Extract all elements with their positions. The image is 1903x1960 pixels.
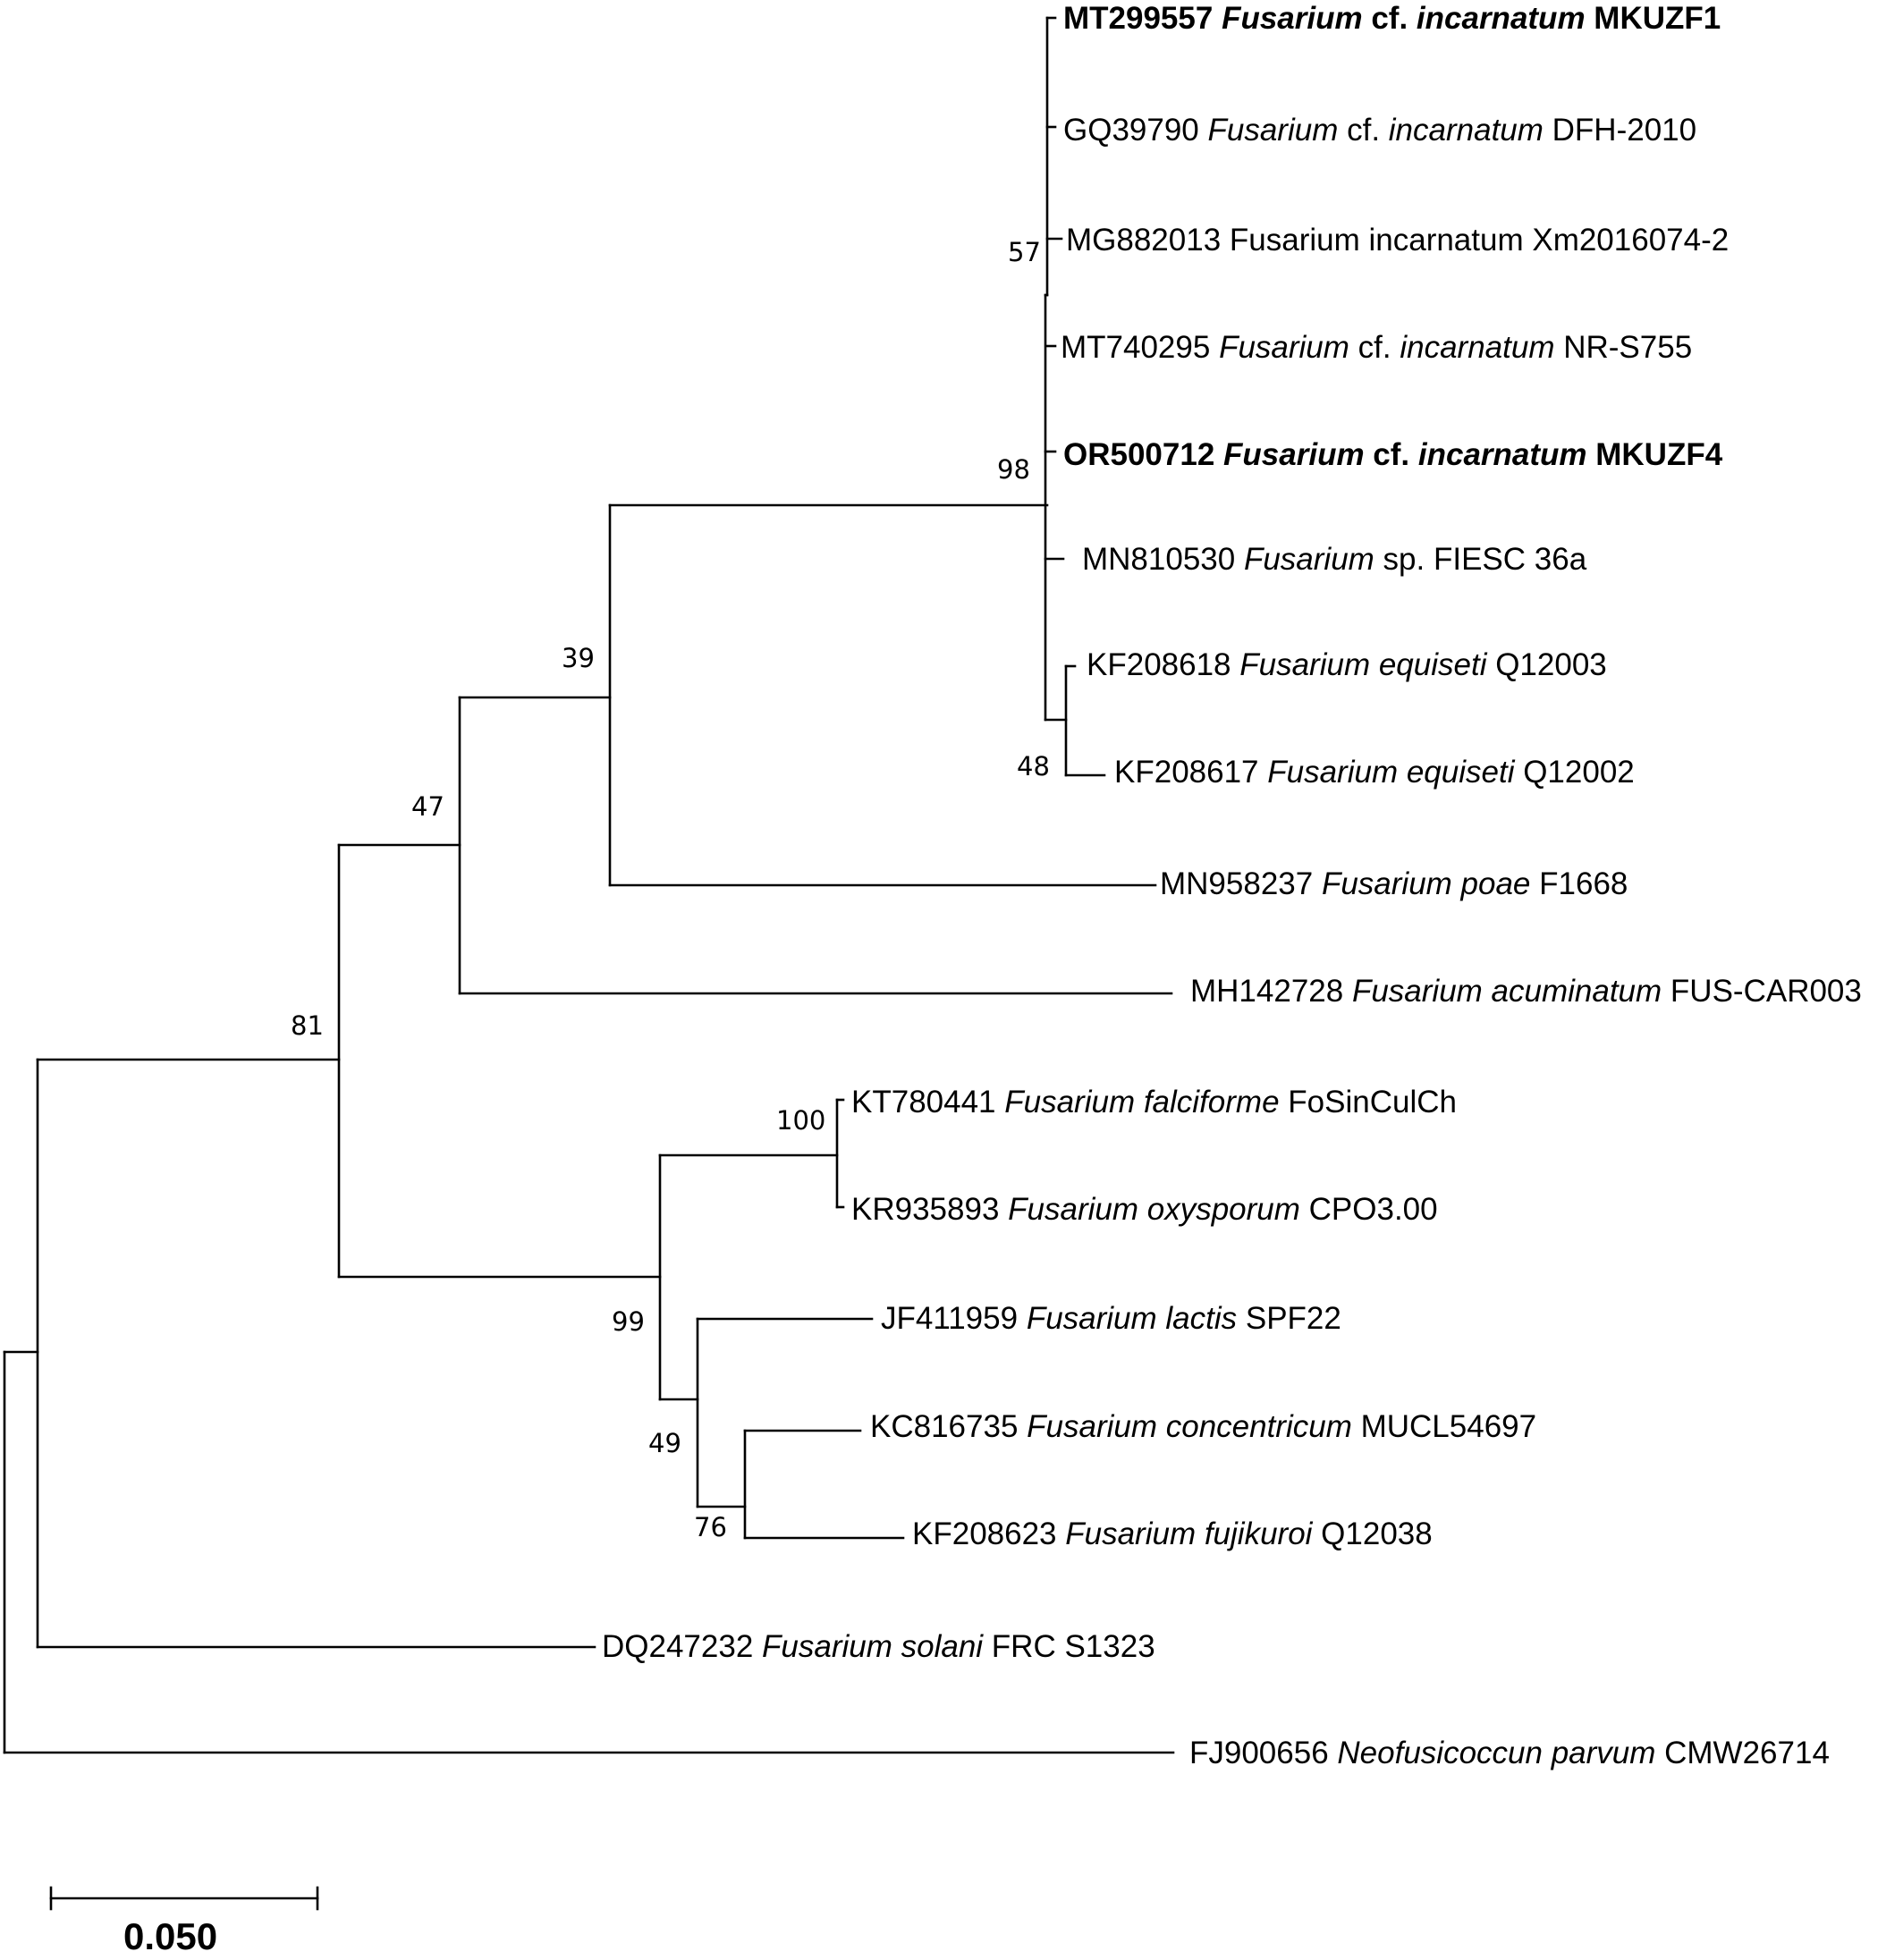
- taxon-label-part: Fusarium acuminatum: [1352, 974, 1662, 1009]
- bootstrap-values: 57 98 39 47 48 81 100 99 49 76: [291, 237, 1050, 1542]
- taxon-label-part: DFH-2010: [1544, 113, 1696, 148]
- taxon-label-part: incarnatum: [1417, 1, 1586, 36]
- taxon-label-part: Q12038: [1312, 1516, 1432, 1551]
- bootstrap-value: 39: [562, 643, 595, 673]
- taxon-label-part: OR500712: [1063, 437, 1223, 472]
- taxon-label: KF208617 Fusarium equiseti Q12002: [1114, 755, 1635, 790]
- bootstrap-value: 100: [776, 1105, 825, 1136]
- taxon-label-part: incarnatum: [1418, 437, 1587, 472]
- taxon-label-part: Fusarium: [1208, 113, 1339, 148]
- taxon-label-part: Fusarium lactis: [1027, 1301, 1237, 1336]
- taxon-label-part: MKUZF1: [1586, 1, 1721, 36]
- taxon-label: MN810530 Fusarium sp. FIESC 36a: [1082, 542, 1587, 577]
- taxon-label-part: MN810530: [1082, 542, 1244, 577]
- bootstrap-value: 98: [997, 454, 1030, 485]
- taxon-label-part: Fusarium: [1244, 542, 1374, 577]
- taxon-label-part: MG882013 Fusarium incarnatum Xm2016074-2: [1066, 223, 1729, 258]
- taxon-label-part: KT780441: [851, 1085, 1004, 1119]
- taxon-label-part: NR-S755: [1554, 330, 1692, 365]
- taxon-label: MT740295 Fusarium cf. incarnatum NR-S755: [1061, 330, 1692, 365]
- taxon-label: MT299557 Fusarium cf. incarnatum MKUZF1: [1063, 1, 1721, 36]
- taxon-label-part: cf.: [1365, 437, 1418, 472]
- taxon-label-part: cf.: [1349, 330, 1400, 365]
- taxon-label-part: incarnatum: [1389, 113, 1544, 148]
- taxon-label-part: cf.: [1363, 1, 1417, 36]
- taxon-label: JF411959 Fusarium lactis SPF22: [881, 1301, 1341, 1336]
- taxon-label-part: FRC S1323: [983, 1629, 1155, 1664]
- taxon-label-part: FUS-CAR003: [1662, 974, 1862, 1009]
- taxon-label: OR500712 Fusarium cf. incarnatum MKUZF4: [1063, 437, 1723, 472]
- taxon-label-part: Fusarium: [1223, 437, 1365, 472]
- taxon-label-part: MKUZF4: [1587, 437, 1723, 472]
- taxon-label-part: SPF22: [1237, 1301, 1341, 1336]
- taxon-label-part: Fusarium: [1222, 1, 1363, 36]
- scale-bar-label: 0.050: [123, 1915, 217, 1957]
- taxon-label-part: Neofusicoccun parvum: [1337, 1736, 1655, 1770]
- scale-bar: 0.050: [49, 1886, 319, 1957]
- taxon-label-part: Fusarium: [1219, 330, 1349, 365]
- taxon-label-part: Fusarium solani: [762, 1629, 984, 1664]
- taxon-label-part: cf.: [1338, 113, 1388, 148]
- taxon-label-part: KC816735: [870, 1409, 1027, 1444]
- taxon-label-part: KF208617: [1114, 755, 1267, 790]
- taxon-label-part: MN958237: [1160, 866, 1322, 901]
- taxon-label-part: CMW26714: [1655, 1736, 1830, 1770]
- taxon-label-part: Fusarium equiseti: [1267, 755, 1515, 790]
- taxon-label: MH142728 Fusarium acuminatum FUS-CAR003: [1190, 974, 1862, 1009]
- taxon-label-part: FJ900656: [1189, 1736, 1337, 1770]
- bootstrap-value: 49: [648, 1428, 681, 1458]
- taxon-label-part: MH142728: [1190, 974, 1352, 1009]
- taxon-label-part: Fusarium concentricum: [1027, 1409, 1352, 1444]
- taxon-label: KF208623 Fusarium fujikuroi Q12038: [912, 1516, 1433, 1551]
- taxon-label-part: MT740295: [1061, 330, 1219, 365]
- taxon-label-part: Q12003: [1486, 647, 1606, 682]
- taxon-label: KF208618 Fusarium equiseti Q12003: [1087, 647, 1607, 682]
- taxon-label-part: Fusarium falciforme: [1004, 1085, 1279, 1119]
- taxon-label-part: Fusarium fujikuroi: [1065, 1516, 1313, 1551]
- taxon-label-part: MUCL54697: [1352, 1409, 1536, 1444]
- taxon-label-part: incarnatum: [1400, 330, 1554, 365]
- taxon-label-part: sp. FIESC 36a: [1374, 542, 1587, 577]
- tree-branches: [3, 16, 1175, 1754]
- taxon-label-part: Fusarium oxysporum: [1008, 1192, 1300, 1227]
- taxon-label: FJ900656 Neofusicoccun parvum CMW26714: [1189, 1736, 1830, 1770]
- taxon-label: MG882013 Fusarium incarnatum Xm2016074-2: [1066, 223, 1729, 258]
- taxon-label: DQ247232 Fusarium solani FRC S1323: [602, 1629, 1155, 1664]
- taxon-label: GQ39790 Fusarium cf. incarnatum DFH-2010: [1063, 113, 1696, 148]
- taxon-label-part: GQ39790: [1063, 113, 1208, 148]
- bootstrap-value: 76: [694, 1512, 727, 1542]
- taxon-label-part: FoSinCulCh: [1280, 1085, 1457, 1119]
- taxon-label-part: KF208618: [1087, 647, 1239, 682]
- bootstrap-value: 48: [1017, 751, 1050, 781]
- taxon-label-part: MT299557: [1063, 1, 1222, 36]
- taxon-label: MN958237 Fusarium poae F1668: [1160, 866, 1628, 901]
- taxon-labels: MT299557 Fusarium cf. incarnatum MKUZF1G…: [602, 1, 1862, 1770]
- taxon-label-part: Fusarium poae: [1322, 866, 1530, 901]
- bootstrap-value: 57: [1008, 237, 1041, 267]
- taxon-label-part: CPO3.00: [1300, 1192, 1438, 1227]
- bootstrap-value: 81: [291, 1010, 324, 1041]
- taxon-label-part: JF411959: [881, 1301, 1027, 1336]
- taxon-label-part: KR935893: [851, 1192, 1008, 1227]
- taxon-label: KT780441 Fusarium falciforme FoSinCulCh: [851, 1085, 1457, 1119]
- bootstrap-value: 47: [411, 791, 444, 822]
- taxon-label-part: Q12002: [1514, 755, 1634, 790]
- taxon-label-part: Fusarium equiseti: [1239, 647, 1487, 682]
- taxon-label-part: DQ247232: [602, 1629, 762, 1664]
- taxon-label: KC816735 Fusarium concentricum MUCL54697: [870, 1409, 1536, 1444]
- taxon-label-part: KF208623: [912, 1516, 1065, 1551]
- bootstrap-value: 99: [612, 1306, 645, 1337]
- taxon-label-part: F1668: [1530, 866, 1628, 901]
- taxon-label: KR935893 Fusarium oxysporum CPO3.00: [851, 1192, 1438, 1227]
